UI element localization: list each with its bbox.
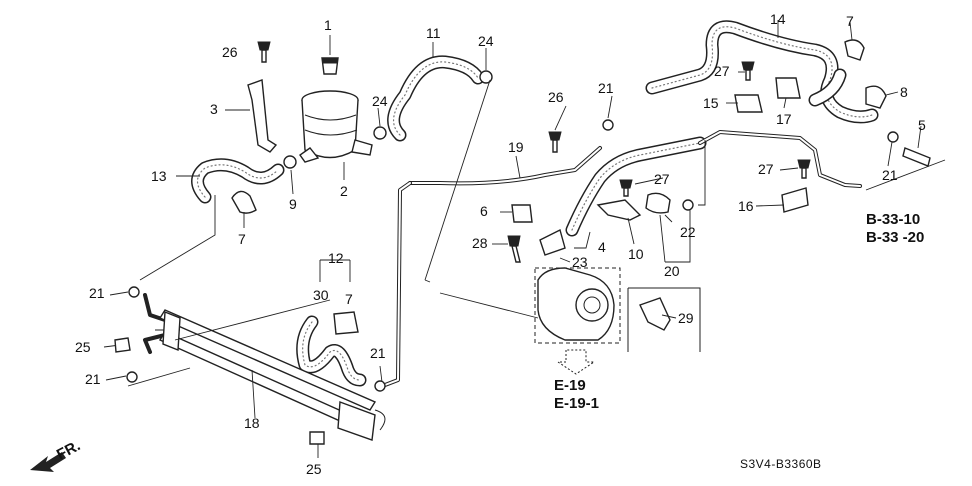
clip-15 [734, 94, 763, 113]
clamp-24b [479, 70, 493, 84]
label-22: 22 [680, 224, 696, 240]
bolt-26-center [548, 131, 562, 153]
bolt-25-left [114, 337, 131, 353]
label-24a: 24 [372, 93, 388, 109]
label-2: 2 [340, 183, 348, 199]
bracket-10 [596, 199, 642, 221]
pipe-cooler-feed [143, 293, 167, 354]
fitting-5 [902, 147, 931, 167]
label-6: 6 [480, 203, 488, 219]
label-28: 28 [472, 235, 488, 251]
bolt-27-top [741, 61, 755, 81]
label-27c: 27 [758, 161, 774, 177]
diagram-code: S3V4-B3360B [740, 457, 822, 471]
ref-e-19: E-19 [554, 377, 586, 394]
label-21a: 21 [89, 285, 105, 301]
label-1: 1 [324, 17, 332, 33]
oil-cooler-18 [155, 309, 386, 441]
label-26a: 26 [222, 44, 238, 60]
clamp-17 [775, 77, 801, 99]
label-14: 14 [770, 11, 786, 27]
bracket-4 [539, 228, 566, 256]
bolt-27-right [797, 159, 811, 179]
label-30: 30 [313, 287, 329, 303]
bolt-26-left [257, 41, 271, 63]
label-26b: 26 [548, 89, 564, 105]
label-12: 12 [328, 250, 344, 266]
label-10: 10 [628, 246, 644, 262]
label-25a: 25 [75, 339, 91, 355]
ref-e-19-1: E-19-1 [554, 395, 599, 412]
label-19: 19 [508, 139, 524, 155]
label-21c: 21 [370, 345, 386, 361]
label-25b: 25 [306, 461, 322, 477]
label-5: 5 [918, 117, 926, 133]
clamp-7-mid [333, 311, 359, 335]
box-29 [627, 287, 701, 352]
part-labels: 1 2 3 4 5 6 7 7 7 8 9 10 11 12 13 14 15 … [75, 11, 926, 477]
bolt-25-bottom [309, 431, 325, 445]
clamp-9 [283, 155, 297, 169]
clip-21-mid [374, 380, 386, 392]
front-arrow-icon [30, 452, 66, 472]
bracket-3 [247, 79, 278, 153]
label-7c: 7 [846, 13, 854, 29]
clip-21-left-top [128, 286, 140, 298]
label-15: 15 [703, 95, 719, 111]
label-27a: 27 [714, 63, 730, 79]
ref-b-33-10: B-33-10 [866, 211, 920, 228]
clip-21-center [602, 119, 614, 131]
label-21e: 21 [882, 167, 898, 183]
hose-14 [645, 20, 879, 124]
pump-outline [537, 267, 615, 341]
label-24b: 24 [478, 33, 494, 49]
label-21d: 21 [598, 80, 614, 96]
switch-20 [645, 192, 671, 214]
reservoir-2 [299, 90, 373, 163]
clamp-7a [231, 190, 257, 214]
pipe-upper-right [698, 130, 862, 188]
pipe-19-lower [383, 181, 412, 387]
label-7b: 7 [345, 291, 353, 307]
label-23: 23 [572, 254, 588, 270]
clip-21-right [887, 131, 899, 143]
label-7a: 7 [238, 231, 246, 247]
e19-arrow [556, 349, 596, 375]
hose-30 [296, 315, 367, 387]
oring-22 [682, 199, 694, 211]
label-29: 29 [678, 310, 694, 326]
cap-1 [321, 57, 339, 75]
clip-21-left-bottom [126, 371, 138, 383]
label-11: 11 [426, 25, 441, 41]
leader-lines [103, 20, 946, 458]
clamp-24a [373, 126, 387, 140]
label-21b: 21 [85, 371, 101, 387]
label-13: 13 [151, 168, 167, 184]
hose-14b [808, 68, 847, 107]
bracket-16 [781, 187, 809, 213]
label-20: 20 [664, 263, 680, 279]
label-8: 8 [900, 84, 908, 100]
hose-11 [387, 55, 485, 142]
label-3: 3 [210, 101, 218, 117]
ref-b-33-20: B-33 -20 [866, 229, 924, 246]
label-9: 9 [289, 196, 297, 212]
label-27b: 27 [654, 171, 670, 187]
label-17: 17 [776, 111, 792, 127]
reference-labels: B-33-10 B-33 -20 E-19 E-19-1 [554, 211, 924, 412]
clamp-8 [865, 85, 887, 109]
clamp-6 [511, 204, 533, 223]
pump-box [534, 267, 621, 344]
pipe-19 [408, 146, 602, 186]
label-18: 18 [244, 415, 260, 431]
high-pressure-hose [565, 136, 707, 237]
label-4: 4 [598, 239, 606, 255]
label-16: 16 [738, 198, 754, 214]
bolt-27-center [619, 179, 633, 197]
hose-13 [191, 158, 285, 204]
bolt-28 [507, 235, 521, 263]
clamp-7-top [844, 39, 865, 61]
